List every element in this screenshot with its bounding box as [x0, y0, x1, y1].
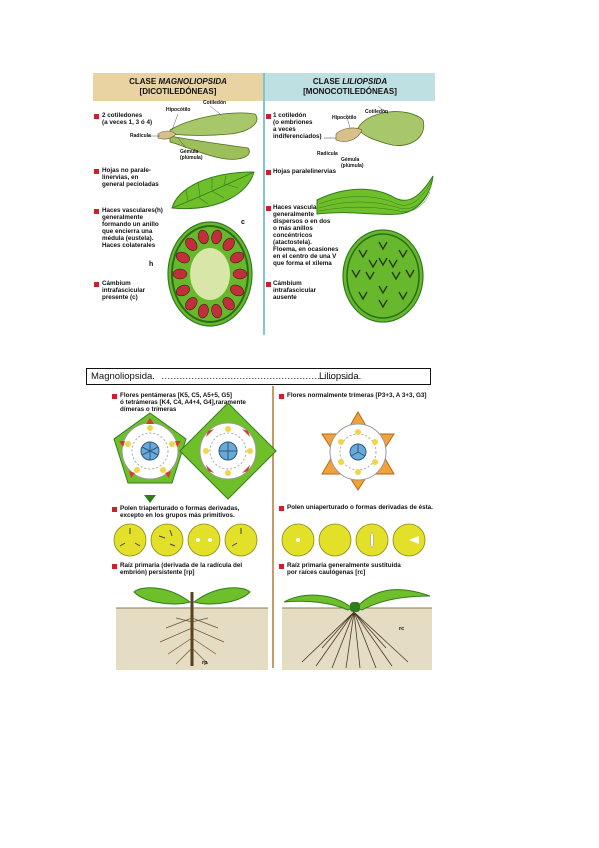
monocot-leaves-text: Hojas paralelinervias — [273, 168, 337, 175]
monocot-header-title: CLASE LILIOPSIDA — [312, 77, 388, 86]
monocot-bundle — [378, 285, 388, 295]
vascular-bundle — [185, 297, 198, 311]
bullet — [112, 564, 117, 569]
vascular-bundle — [197, 303, 209, 319]
bullet — [94, 209, 99, 214]
taproot-rp-label: rp — [202, 660, 208, 666]
monocot-bundle — [358, 291, 368, 301]
dicot-flower-diagrams — [113, 402, 277, 503]
monocot-bundle — [388, 259, 398, 269]
top-column-divider — [263, 73, 265, 335]
monocot-bundle — [398, 291, 408, 301]
vascular-bundle — [211, 229, 223, 245]
monocot-bundle — [351, 269, 361, 279]
monocot-bundle — [368, 259, 378, 269]
monocot-bundle — [378, 257, 388, 267]
vascular-bundle — [222, 237, 235, 251]
dicot-leaves-text: Hojas no parale- linervias, en general p… — [102, 167, 159, 188]
bullet — [279, 564, 284, 569]
cambium-c-label: c — [241, 219, 245, 226]
dicot-root-text: Raíz primaria (derivada de la radícula d… — [120, 562, 243, 576]
monocot-header: CLASE LILIOPSIDA [MONOCOTILEDÓNEAS] — [265, 73, 435, 101]
bullet — [266, 114, 271, 119]
monocot-bundle — [365, 271, 375, 281]
dicot-header: CLASE MAGNOLIOPSIDA [DICOTILEDÓNEAS] — [93, 73, 263, 101]
monocot-flowers-text: Flores normalmente trímeras [P3+3, A 3+3… — [287, 392, 427, 399]
dicot-cotyledons-text: 2 cotiledones (a veces 1, 3 ó 4) — [102, 112, 153, 126]
monocot-radicle-label: Radícula — [317, 151, 338, 157]
vascular-bundle — [230, 251, 244, 264]
bar-right-label: Liliopsida. — [319, 371, 362, 382]
vascular-bundle — [211, 303, 223, 319]
monocot-root-text: Raíz primaria generalmente sustituida po… — [287, 562, 401, 576]
dicot-gemmule-label: Gémula (plúmula) — [180, 149, 203, 161]
dicot-hypocotyl-label: Hipocótilo — [166, 107, 191, 113]
bullet — [279, 394, 284, 399]
monocot-leaf-illustration — [316, 175, 434, 215]
vascular-bundle — [232, 268, 248, 280]
fibrous-rc-label: rc — [399, 626, 405, 632]
vascular-bundle — [172, 268, 188, 280]
monocot-bundle — [378, 299, 388, 309]
vascular-bundle — [185, 237, 198, 251]
monocot-bundle — [391, 271, 401, 281]
dicot-stem-cross-section — [167, 221, 253, 327]
dicot-flowers-text: Flores pentámeras [K5, C5, A5+5, G5] ó t… — [120, 392, 246, 413]
monocot-bundle — [378, 241, 388, 251]
monocot-header-subtitle: [MONOCOTILEDÓNEAS] — [303, 87, 397, 96]
monocot-pollen-text: Polen uniaperturado o formas derivadas d… — [287, 504, 433, 511]
dicot-cotyledon-label: Cotiledón — [203, 100, 227, 106]
vascular-bundle — [197, 229, 209, 245]
vascular-bundle — [176, 251, 190, 264]
bullet — [94, 114, 99, 119]
monocot-fibrous-root-illustration — [282, 589, 432, 670]
dicot-pollen-text: Polen triaperturado o formas derivadas, … — [120, 505, 240, 519]
monocot-flower-diagram — [321, 411, 395, 491]
monocot-stem-cross-section — [342, 229, 424, 323]
monocot-bundle — [398, 249, 408, 259]
bullet — [266, 282, 271, 287]
dicot-vascular-text: Haces vasculares(h) generalmente formand… — [102, 207, 163, 249]
monocot-cotyledons-text: 1 cotiledón (o embriones a veces indifer… — [273, 112, 322, 140]
bullet — [112, 507, 117, 512]
bullet — [94, 282, 99, 287]
dicot-pollen-grains — [113, 523, 258, 557]
bullet — [266, 170, 271, 175]
classification-bar: Magnoliopsida. ………………………………………………………… Li… — [86, 368, 431, 385]
dicot-leaf-illustration — [171, 171, 255, 210]
monocot-seedling-illustration — [324, 105, 425, 146]
bullet — [266, 206, 271, 211]
vascular-bundle — [230, 284, 244, 297]
dicot-header-subtitle: [DICOTILEDÓNEAS] — [139, 87, 217, 96]
monocot-gemmule-label: Gémula (plúmula) — [341, 157, 364, 169]
monocot-hypocotyl-label: Hipocótilo — [332, 115, 357, 121]
monocot-vascular-text: Haces vasculares generalmente dispersos … — [273, 204, 339, 267]
monocot-bundle — [405, 269, 415, 279]
monocot-bundle — [358, 249, 368, 259]
dicot-cambium-text: Cámbium intrafascicular presente (c) — [102, 280, 146, 301]
bullet — [112, 394, 117, 399]
dicot-seedling-illustration — [148, 105, 258, 160]
vascular-bundle — [176, 284, 190, 297]
dicot-radicle-label: Radícula — [130, 133, 151, 139]
dicot-taproot-illustration — [116, 587, 268, 670]
monocot-pollen-grains — [281, 523, 426, 557]
vascular-bundle — [222, 297, 235, 311]
bullet — [279, 506, 284, 511]
dicot-header-title: CLASE MAGNOLIOPSIDA — [129, 77, 227, 86]
monocot-cotyledon-label: Cotiledón — [365, 109, 389, 115]
monocot-cambium-text: Cámbium intrafascicular ausente — [273, 280, 317, 301]
bundle-h-label: h — [149, 261, 154, 268]
bar-dots: ………………………………………………………… — [161, 371, 360, 382]
bar-left-label: Magnoliopsida. — [91, 371, 155, 382]
bullet — [94, 169, 99, 174]
bottom-column-divider — [272, 386, 274, 668]
